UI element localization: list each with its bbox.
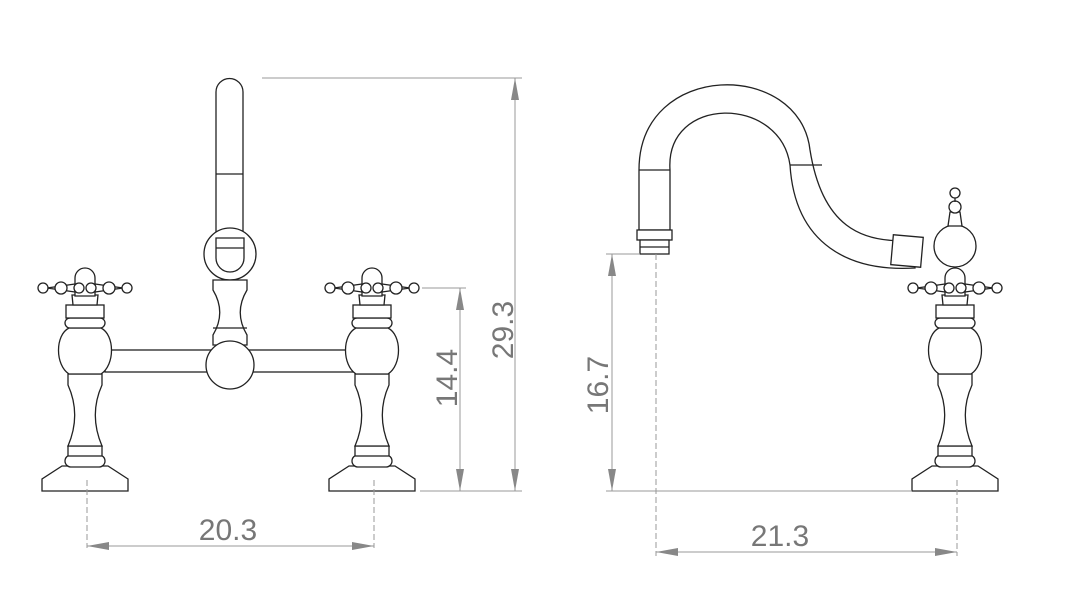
- left-valve: [37, 267, 133, 492]
- dimension-handle-height: 14.4: [422, 287, 466, 491]
- dimension-label-total-height: 29.3: [487, 301, 520, 359]
- side-view: [636, 84, 1003, 556]
- dimension-valve-spacing: 20.3: [87, 514, 374, 550]
- dimension-label-handle-height: 14.4: [431, 349, 464, 407]
- dimension-label-spout-height: 16.7: [582, 356, 615, 414]
- right-valve: [324, 267, 420, 492]
- dimension-spout-height: 16.7: [582, 253, 912, 492]
- center-hub: [205, 340, 255, 390]
- front-view: [37, 77, 420, 548]
- dimension-label-spout-reach: 21.3: [751, 520, 809, 553]
- dimension-total-height: 29.3: [262, 77, 522, 492]
- gooseneck-spout: [636, 84, 924, 270]
- side-valve: [907, 267, 1003, 492]
- dimension-label-valve-spacing: 20.3: [199, 514, 257, 547]
- dimension-spout-reach: 21.3: [656, 520, 957, 556]
- side-control-knob: [933, 187, 977, 268]
- spout-front: [203, 77, 257, 390]
